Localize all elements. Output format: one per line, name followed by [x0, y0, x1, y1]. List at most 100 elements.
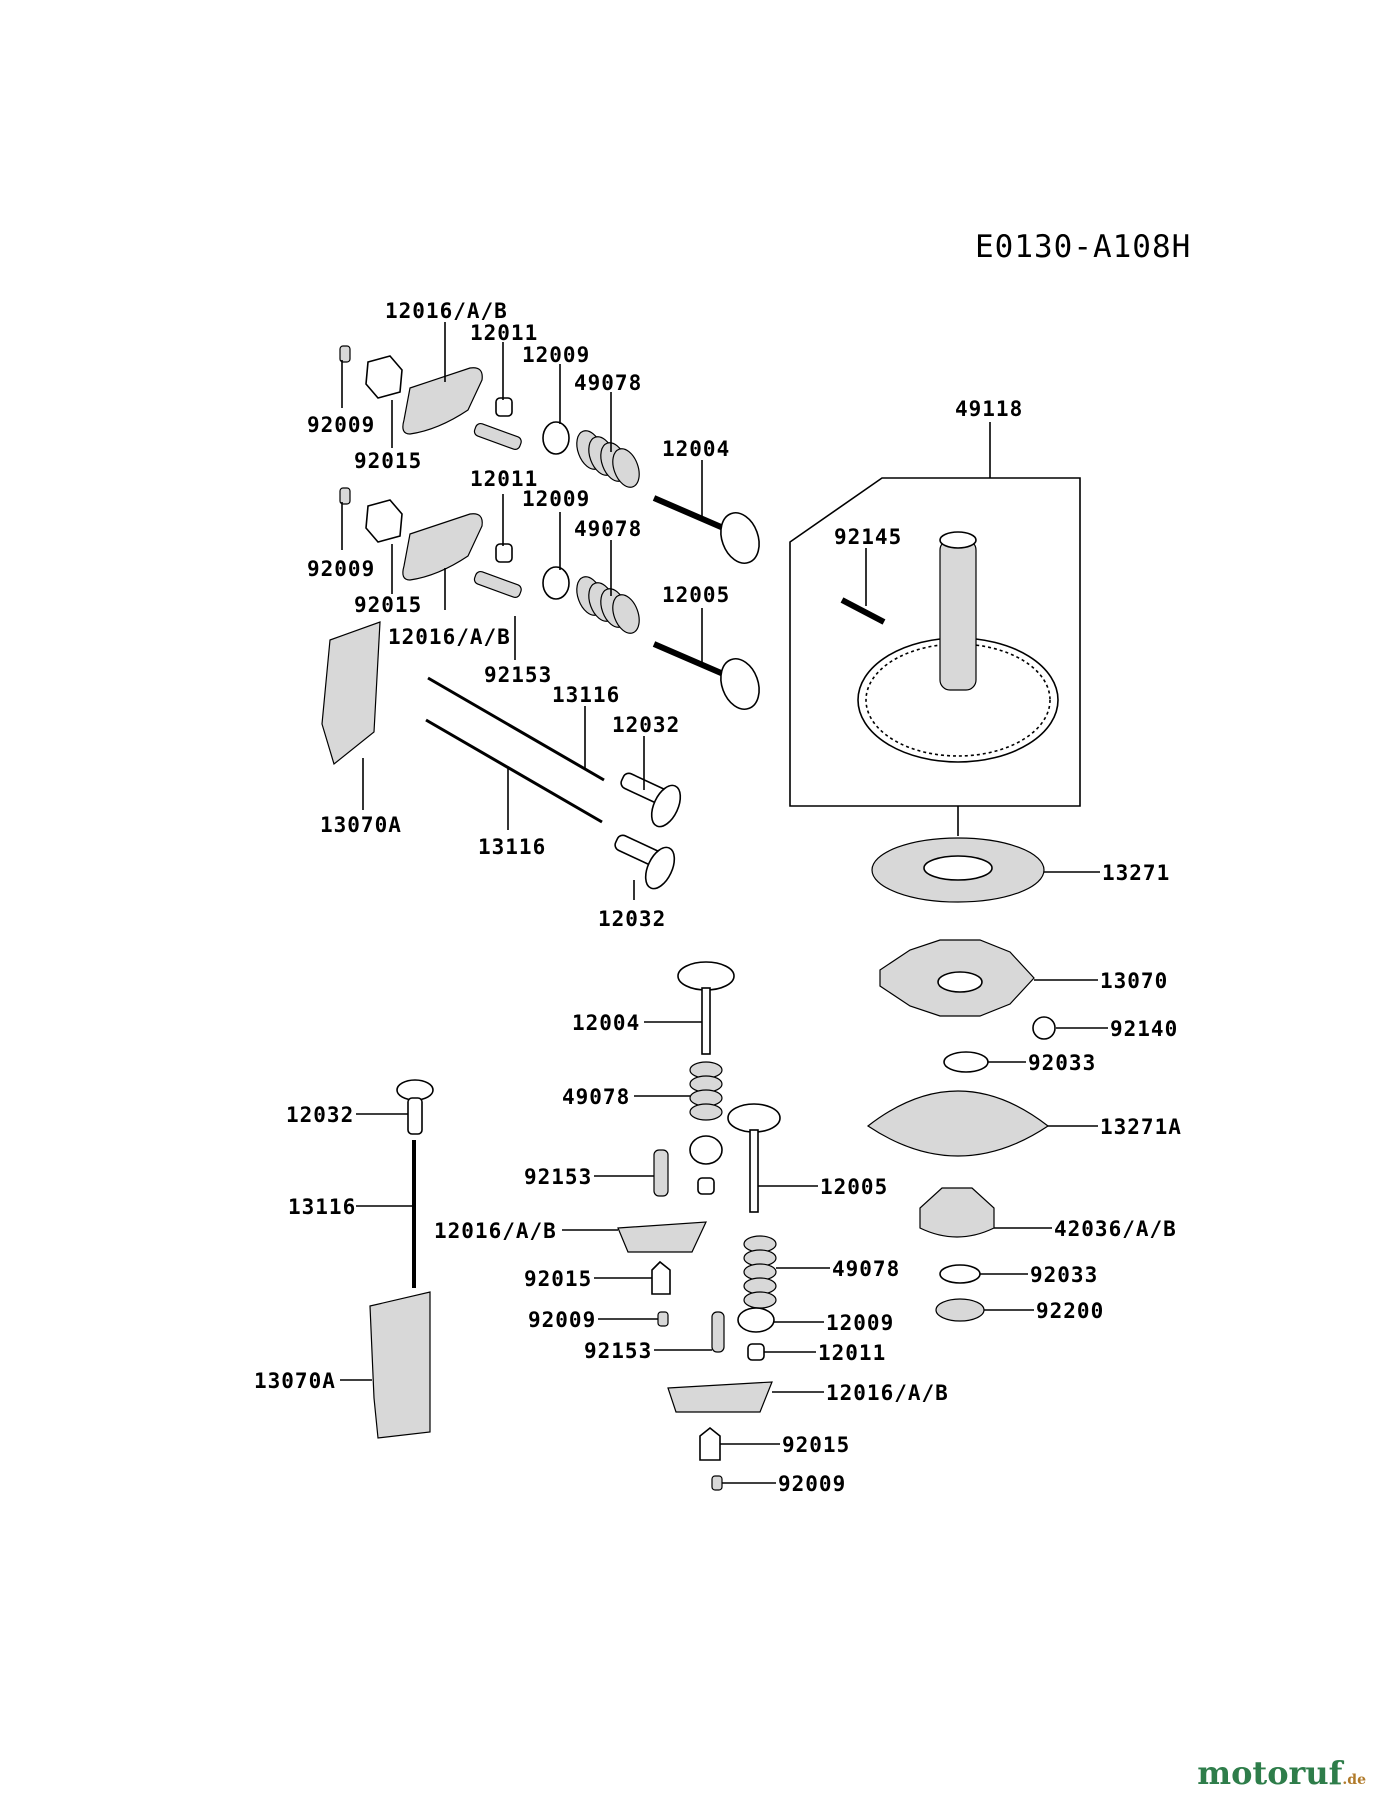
part-label: 49078 — [832, 1257, 900, 1281]
intake-valve-part — [652, 495, 760, 564]
part-label: 12016/A/B — [388, 625, 511, 649]
valve-spring-part — [689, 1061, 723, 1121]
part-label: 12032 — [598, 907, 666, 931]
nut-part — [365, 355, 403, 399]
retainer-part — [542, 421, 570, 455]
diagram-code: E0130-A108H — [975, 229, 1191, 265]
part-label: 92153 — [484, 663, 552, 687]
part-label: 12011 — [470, 467, 538, 491]
part-label: 12032 — [612, 713, 680, 737]
governor-stack — [866, 837, 1108, 1322]
valve-spring-part — [576, 576, 640, 634]
rocker-arm-part — [402, 367, 483, 435]
watermark-tld: .de — [1342, 1772, 1366, 1788]
part-label: 12016/A/B — [826, 1381, 949, 1405]
circlip-part — [939, 1264, 981, 1284]
adjusting-screw-part — [711, 1475, 723, 1491]
rocker-arm-part — [617, 1221, 707, 1253]
part-label: 92009 — [778, 1472, 846, 1496]
stud-part — [473, 422, 522, 450]
watermark-main: motoruf — [1197, 1754, 1343, 1792]
part-label: 13116 — [288, 1195, 356, 1219]
part-label: 92140 — [1110, 1017, 1178, 1041]
watermark-logo: motoruf.de — [1197, 1754, 1366, 1792]
nut-part — [365, 499, 403, 543]
part-label: 42036/A/B — [1054, 1217, 1177, 1241]
stud-part — [473, 570, 522, 598]
nut-part — [651, 1260, 671, 1295]
lower-valve-assembly — [562, 961, 830, 1491]
adjusting-screw-part — [339, 345, 351, 363]
retainer-part — [542, 566, 570, 600]
tappet-part — [396, 1079, 434, 1101]
part-label: 12009 — [522, 343, 590, 367]
part-label: 92033 — [1028, 1051, 1096, 1075]
part-label: 13070 — [1100, 969, 1168, 993]
valve-spring-part — [576, 430, 640, 488]
part-label: 13271A — [1100, 1115, 1182, 1139]
intake-valve-part — [677, 961, 735, 991]
part-label: 92015 — [354, 593, 422, 617]
pivot-part — [495, 543, 513, 563]
part-label: 92015 — [524, 1267, 592, 1291]
part-label: 12009 — [826, 1311, 894, 1335]
part-label: 13070A — [254, 1369, 336, 1393]
part-label: 92145 — [834, 525, 902, 549]
part-label: 92153 — [524, 1165, 592, 1189]
part-label: 92200 — [1036, 1299, 1104, 1323]
rocker-arm-part — [667, 1381, 773, 1413]
adjusting-screw-part — [657, 1311, 669, 1327]
exhaust-valve-part — [652, 641, 760, 710]
part-label: 12011 — [818, 1341, 886, 1365]
guide-plate-part — [321, 621, 381, 766]
nut-part — [699, 1426, 721, 1461]
tappet-part — [614, 834, 676, 890]
part-label: 92033 — [1030, 1263, 1098, 1287]
part-label: 49078 — [562, 1085, 630, 1109]
part-label: 13070A — [320, 813, 402, 837]
part-label: 12004 — [572, 1011, 640, 1035]
washer-part — [935, 1298, 985, 1322]
part-label: 12005 — [662, 583, 730, 607]
guide-plate-part — [369, 1291, 431, 1439]
part-label: 12016/A/B — [385, 299, 508, 323]
governor-cup-part — [866, 1090, 1050, 1157]
part-label: 12011 — [470, 321, 538, 345]
rocker-arm-part — [402, 513, 483, 581]
part-number-labels: 12016/A/B 12011 12009 49078 92009 92015 … — [254, 299, 1182, 1496]
pivot-part — [495, 397, 513, 417]
lower-left-parts — [340, 1079, 434, 1439]
upper-valve-assembly — [321, 322, 760, 900]
adjusting-screw-part — [339, 487, 351, 505]
part-label: 49078 — [574, 517, 642, 541]
part-label: 12004 — [662, 437, 730, 461]
valve-spring-part — [743, 1235, 777, 1309]
part-label: 92153 — [584, 1339, 652, 1363]
part-label: 13271 — [1102, 861, 1170, 885]
circlip-part — [943, 1051, 989, 1073]
part-label: 12032 — [286, 1103, 354, 1127]
part-label: 13116 — [552, 683, 620, 707]
part-label: 92015 — [354, 449, 422, 473]
push-rod-part — [425, 718, 603, 824]
part-label: 49078 — [574, 371, 642, 395]
ball-part — [1032, 1016, 1056, 1040]
exhaust-valve-part — [727, 1103, 781, 1133]
governor-hub-part — [919, 1187, 995, 1238]
camshaft-part — [939, 539, 977, 691]
part-label: 92009 — [307, 557, 375, 581]
part-label: 12005 — [820, 1175, 888, 1199]
camshaft-assembly — [789, 422, 1081, 836]
part-label: 92015 — [782, 1433, 850, 1457]
part-label: 49118 — [955, 397, 1023, 421]
part-label: 12009 — [522, 487, 590, 511]
part-label: 92009 — [307, 413, 375, 437]
part-label: 12016/A/B — [434, 1219, 557, 1243]
cam-spring-part — [840, 597, 886, 625]
part-label: 92009 — [528, 1308, 596, 1332]
part-label: 13116 — [478, 835, 546, 859]
push-rod-part — [427, 676, 605, 782]
tappet-part — [620, 772, 682, 828]
